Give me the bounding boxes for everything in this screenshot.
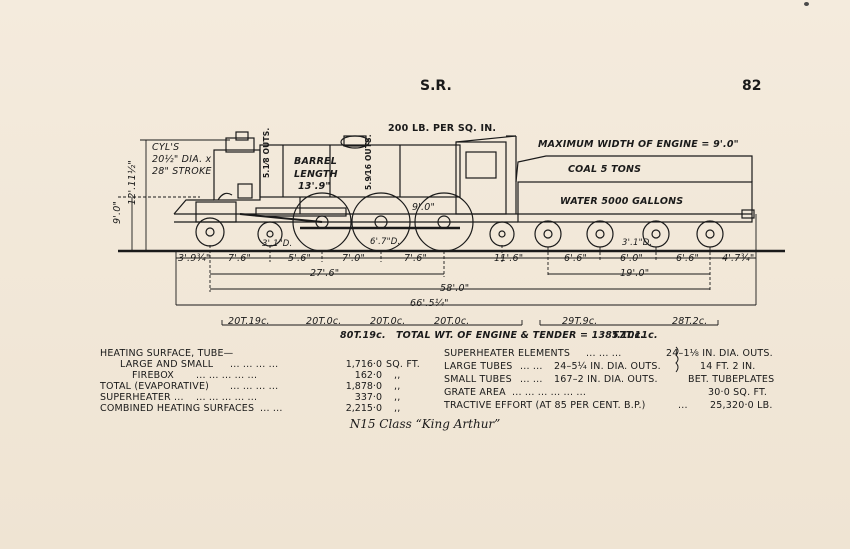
spec-left-5-value: 2,215·0 (345, 403, 382, 414)
spec-right-1-dots: ... ... (520, 361, 543, 372)
spec-right-4-value: 25,320·0 LB. (710, 400, 773, 411)
spec-right-2-label: SMALL TUBES (444, 374, 512, 385)
tender-wheelbase: 19'.0" (620, 268, 650, 279)
spec-left-2-label: FIREBOX (132, 370, 174, 381)
railway-heading: S.R. (420, 78, 452, 94)
front-tube-diameter: 5.1⁄8 OUTS. (262, 127, 271, 178)
barrel-label: BARREL (294, 156, 337, 167)
spec-right-3-dots: ... ... ... ... ... ... (512, 387, 587, 398)
spec-left-0-label: HEATING SURFACE, TUBE— (100, 348, 234, 359)
dimension-row1-5: 11'.6" (494, 253, 524, 264)
tender-weight: 57T.11c. (612, 330, 658, 341)
dimension-row1-6: 6'.6" (564, 253, 588, 264)
dimension-lines (175, 214, 757, 306)
tender-wheel-diameter: 3'.1"D. (622, 238, 653, 248)
spec-right-1-value: 24–5¼ IN. DIA. OUTS. (554, 361, 661, 372)
spec-right-2-dots: ... ... (520, 374, 543, 385)
engine-weight: 80T.19c. (340, 330, 386, 341)
height-9ft: 9'.0" (112, 200, 123, 224)
spec-left-4-value: 337·0 (354, 392, 382, 403)
dimension-row1-2: 5'.6" (288, 253, 312, 264)
figure-caption: N15 Class “King Arthur” (349, 417, 501, 431)
bogie-wheel-diameter: 3'.1"D. (262, 239, 293, 249)
spec-left-4-unit: ,, (394, 392, 401, 403)
axle-load-driver-3: 20T.0c. (434, 316, 470, 327)
tender-body (515, 155, 755, 248)
spec-left-3-value: 1,878·0 (345, 381, 382, 392)
engine-wheels (195, 192, 515, 252)
axle-load-tender-rear: 28T.2c. (672, 316, 708, 327)
coal-capacity: COAL 5 TONS (568, 164, 642, 175)
spec-right-3-value: 30·0 SQ. FT. (708, 387, 768, 398)
dimension-row1-0: 3'.9¾" (178, 253, 211, 264)
tube-length-note-sub: BET. TUBEPLATES (688, 374, 775, 385)
water-capacity: WATER 5000 GALLONS (560, 196, 684, 207)
cylinders-label-1: CYL'S (152, 142, 180, 153)
spec-right-0-label: SUPERHEATER ELEMENTS (444, 348, 571, 359)
spec-left-3-label: TOTAL (EVAPORATIVE) (100, 381, 210, 392)
engine-wheelbase: 27'.6" (310, 268, 340, 279)
axle-load-driver-2: 20T.0c. (370, 316, 406, 327)
cylinders-label-2: 20½" DIA. x (152, 154, 212, 165)
boiler-pressure-label: 200 LB. PER SQ. IN. (388, 123, 497, 134)
spec-left-1-unit: SQ. FT. (386, 359, 420, 370)
tube-length-note: 14 FT. 2 IN. (700, 361, 756, 372)
firebox-height: 9'.0" (412, 202, 436, 213)
spec-left-1-label: LARGE AND SMALL (120, 359, 214, 370)
max-width-label: MAXIMUM WIDTH OF ENGINE = 9'.0" (538, 139, 739, 150)
axle-load-tender-front: 29T.9c. (562, 316, 598, 327)
spec-right-4-label: TRACTIVE EFFORT (AT 85 PER CENT. B.P.) (444, 400, 646, 411)
page-mark (804, 2, 809, 6)
dimension-row1-1: 7'.6" (228, 253, 252, 264)
engine-body (173, 131, 518, 223)
dimension-row1-9: 4'.7¾" (722, 253, 755, 264)
tube-brace (675, 346, 679, 373)
spec-left-5-unit: ,, (394, 403, 401, 414)
spec-left-3-dots: ... ... ... ... (230, 381, 279, 392)
spec-right-3-label: GRATE AREA (444, 387, 506, 398)
spec-left-1-value: 1,716·0 (345, 359, 382, 370)
barrel-length-value: 13'.9" (298, 181, 331, 192)
spec-left-5-label: COMBINED HEATING SURFACES (100, 403, 255, 414)
total-wheelbase: 58'.0" (440, 283, 470, 294)
spec-left-2-unit: ,, (394, 370, 401, 381)
spec-left-5-dots: ... ... (260, 403, 283, 414)
axle-load-bogie: 20T.19c. (228, 316, 270, 327)
height-dimensions (118, 139, 230, 251)
spec-left-4-label: SUPERHEATER ... (100, 392, 184, 403)
driving-wheel-diameter: 6'.7"D. (370, 237, 401, 247)
spec-left-1-dots: ... ... ... ... (230, 359, 279, 370)
spec-left-2-dots: ... ... ... ... ... (196, 370, 258, 381)
rear-tube-diameter: 5.9⁄16 OUTS. (364, 134, 373, 190)
page-number: 82 (742, 78, 762, 94)
spec-right-0-dots: ... ... ... (586, 348, 622, 359)
cylinders-label-3: 28" STROKE (152, 166, 212, 177)
spec-right-0-value: 24–1⅛ IN. DIA. OUTS. (666, 348, 773, 359)
spec-right-2-value: 167–2 IN. DIA. OUTS. (554, 374, 658, 385)
dimension-row1-8: 6'.6" (676, 253, 700, 264)
total-weight: TOTAL WT. OF ENGINE & TENDER = 138T.10c. (396, 330, 645, 341)
length-label: LENGTH (294, 169, 338, 180)
spec-right-4-dots: ... (678, 400, 688, 411)
overall-length: 66'.5¼" (410, 298, 449, 309)
dimension-row1-4: 7'.6" (404, 253, 428, 264)
spec-left-2-value: 162·0 (354, 370, 382, 381)
dimension-row1-7: 6'.0" (620, 253, 644, 264)
weight-brackets (221, 320, 719, 326)
spec-left-4-dots: ... ... ... ... ... (196, 392, 258, 403)
spec-left-3-unit: ,, (394, 381, 401, 392)
dimension-row1-3: 7'.0" (342, 253, 366, 264)
axle-load-driver-1: 20T.0c. (306, 316, 342, 327)
height-12ft: 12'.11½" (127, 160, 138, 205)
spec-right-1-label: LARGE TUBES (444, 361, 513, 372)
